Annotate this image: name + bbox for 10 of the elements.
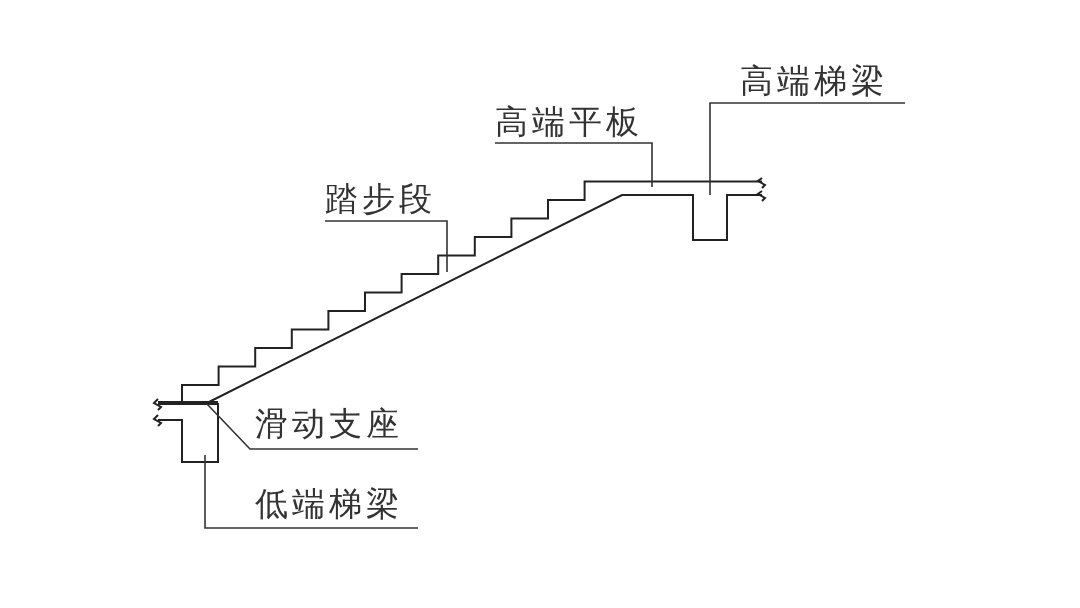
leader-line: [324, 220, 448, 273]
part-label: 低端梯梁: [255, 485, 403, 523]
part-label: 高端平板: [495, 103, 643, 141]
part-label: 滑动支座: [255, 405, 403, 443]
part-label: 高端梯梁: [740, 62, 888, 100]
leader-line: [204, 454, 419, 529]
leader-line: [709, 102, 906, 196]
part-label: 踏步段: [325, 180, 436, 218]
leader-line: [206, 403, 419, 450]
leader-line: [494, 142, 653, 188]
